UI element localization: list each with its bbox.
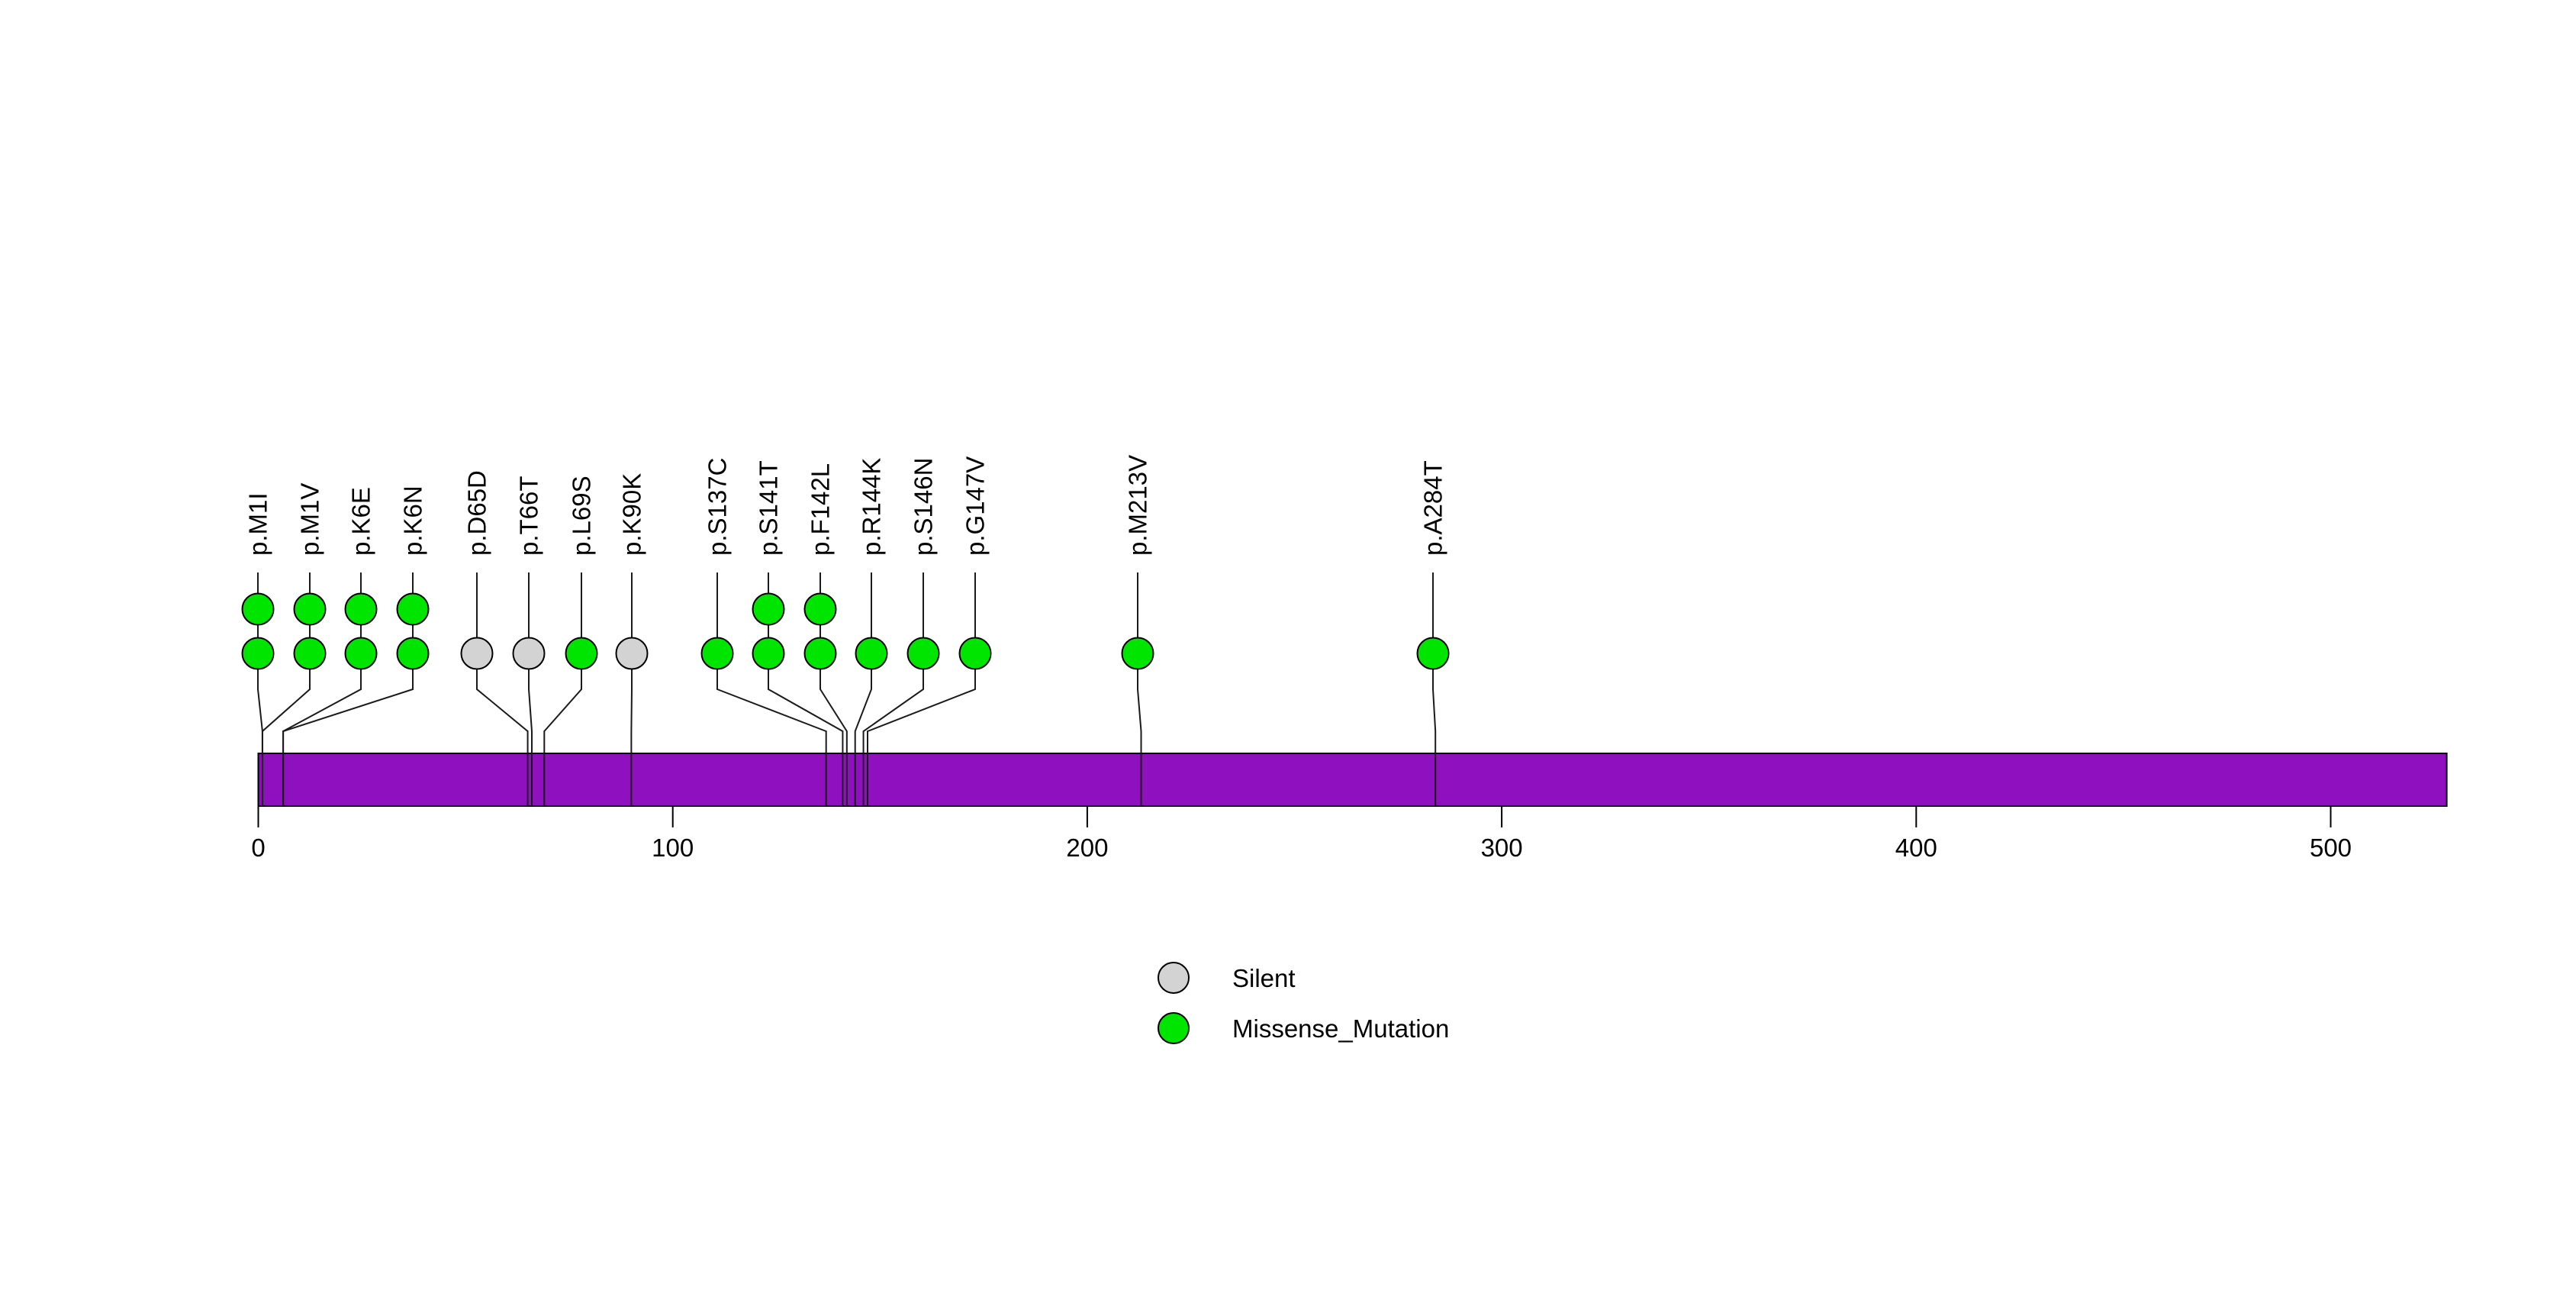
mutation-marker bbox=[241, 592, 275, 626]
mutation-marker bbox=[700, 637, 734, 670]
x-axis-tick-label: 400 bbox=[1895, 834, 1937, 862]
lollipop-stem bbox=[543, 572, 582, 806]
x-axis-tick-label: 0 bbox=[251, 834, 265, 862]
mutation-marker bbox=[293, 637, 327, 670]
mutation-marker bbox=[958, 637, 992, 670]
lollipop-stem bbox=[819, 572, 848, 806]
mutation-label: p.S137C bbox=[704, 458, 732, 556]
mutation-marker bbox=[752, 637, 785, 670]
mutation-label: p.F142L bbox=[807, 463, 835, 556]
lollipop-stem bbox=[716, 572, 827, 806]
mutation-label: p.L69S bbox=[568, 476, 596, 556]
lollipop-stem bbox=[1137, 572, 1142, 806]
mutation-marker bbox=[344, 637, 378, 670]
mutation-label: p.K90K bbox=[618, 473, 646, 556]
lollipop-stem bbox=[476, 572, 529, 806]
mutation-label: p.R144K bbox=[858, 458, 886, 556]
mutation-marker bbox=[396, 637, 430, 670]
lollipop-stem bbox=[862, 572, 924, 806]
lollipop-stem bbox=[1432, 572, 1437, 806]
mutation-marker bbox=[1416, 637, 1450, 670]
x-axis-tick-label: 100 bbox=[652, 834, 694, 862]
mutation-label: p.T66T bbox=[515, 476, 543, 556]
mutation-marker bbox=[512, 637, 546, 670]
legend-swatch bbox=[1158, 962, 1190, 994]
mutation-marker bbox=[855, 637, 888, 670]
mutation-marker bbox=[1121, 637, 1154, 670]
mutation-marker bbox=[906, 637, 940, 670]
legend-label: Silent bbox=[1232, 964, 1296, 992]
mutation-label: p.M1I bbox=[244, 492, 272, 556]
mutation-marker bbox=[293, 592, 327, 626]
mutation-marker bbox=[615, 637, 649, 670]
mutation-marker bbox=[565, 637, 598, 670]
mutation-label: p.D65D bbox=[463, 470, 491, 556]
lollipop-stem bbox=[282, 572, 414, 806]
mutation-marker bbox=[803, 637, 837, 670]
mutation-label: p.S141T bbox=[755, 460, 783, 556]
mutation-marker bbox=[803, 592, 837, 626]
mutation-label: p.M213V bbox=[1124, 455, 1152, 556]
lollipop-stem bbox=[261, 572, 311, 806]
mutation-label: p.S146N bbox=[910, 458, 938, 556]
lollipop-stem bbox=[630, 572, 633, 806]
lollipop-stem bbox=[528, 572, 533, 806]
mutation-marker bbox=[344, 592, 378, 626]
lollipop-stem bbox=[867, 572, 976, 806]
x-axis-tick-label: 200 bbox=[1066, 834, 1108, 862]
legend-swatch bbox=[1158, 1012, 1190, 1044]
mutation-marker bbox=[752, 592, 785, 626]
mutation-marker bbox=[396, 592, 430, 626]
lollipop-stem bbox=[768, 572, 844, 806]
lollipop-stem bbox=[854, 572, 872, 806]
mutation-label: p.K6E bbox=[347, 487, 375, 556]
mutation-label: p.M1V bbox=[296, 483, 324, 556]
mutation-marker bbox=[460, 637, 494, 670]
mutation-label: p.G147V bbox=[961, 456, 990, 556]
legend-label: Missense_Mutation bbox=[1232, 1014, 1449, 1043]
mutation-marker bbox=[241, 637, 275, 670]
protein-bar bbox=[257, 753, 2448, 807]
x-axis-tick-label: 500 bbox=[2310, 834, 2352, 862]
mutation-label: p.A284T bbox=[1419, 460, 1447, 556]
x-axis-tick-label: 300 bbox=[1481, 834, 1523, 862]
mutation-label: p.K6N bbox=[399, 485, 427, 556]
